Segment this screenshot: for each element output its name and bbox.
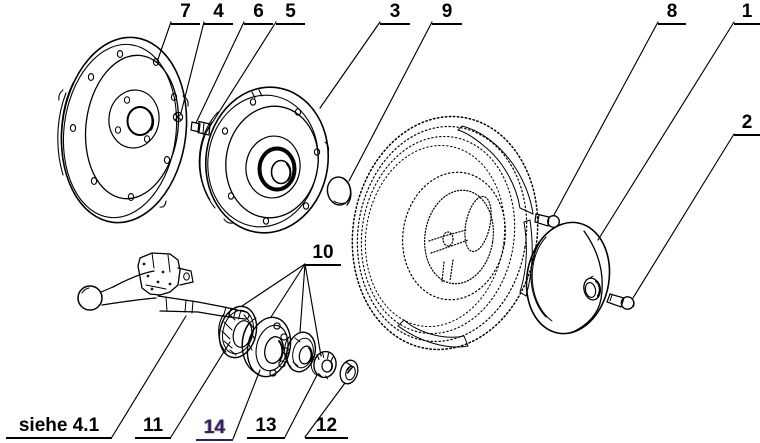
- leader-line-4: [180, 21, 205, 114]
- leader-line-9: [348, 21, 433, 182]
- callout-label-5: 5: [276, 1, 305, 25]
- callout-label-12: 12: [305, 415, 348, 439]
- ball-bearing: [241, 316, 292, 378]
- leader-line-7: [156, 21, 172, 63]
- callout-label-siehe-4.1: siehe 4.1: [6, 415, 112, 439]
- leader-line-siehe-4.1: [111, 315, 187, 438]
- hex-bolt: [190, 120, 211, 136]
- lock-washer: [339, 359, 359, 385]
- steering-knuckle: [77, 252, 250, 320]
- leader-line-10: [299, 263, 306, 333]
- leader-line-6: [195, 21, 245, 124]
- leader-line-11: [170, 341, 231, 438]
- leader-line-8: [553, 21, 659, 216]
- callout-label-11: 11: [135, 415, 171, 439]
- leader-line-13: [284, 374, 318, 438]
- hubcap-bolt: [606, 293, 635, 310]
- leader-line-14: [232, 369, 261, 440]
- callout-label-7: 7: [171, 1, 200, 25]
- grease-cap: [326, 176, 352, 206]
- callout-label-4: 4: [204, 1, 233, 25]
- callout-label-2: 2: [734, 112, 760, 136]
- leader-line-10: [270, 263, 306, 318]
- countersunk-screw: [172, 111, 184, 123]
- brake-drum-right: [198, 86, 330, 234]
- callout-label-10: 10: [305, 242, 341, 266]
- hub-bolt: [534, 213, 560, 228]
- callout-label-13: 13: [247, 415, 285, 439]
- castle-nut: [310, 350, 337, 380]
- wheel-tire: [351, 115, 539, 351]
- callout-label-8: 8: [658, 1, 686, 25]
- inner-bearing: [218, 305, 258, 359]
- hubcap: [525, 221, 611, 335]
- outer-bearing: [284, 331, 317, 373]
- leader-line-3: [319, 21, 381, 109]
- callout-label-1: 1: [734, 1, 760, 25]
- leader-line-5: [206, 21, 277, 132]
- callout-link-14[interactable]: 14: [196, 417, 233, 441]
- leader-line-2: [632, 133, 735, 299]
- brake-drum-left: [57, 36, 189, 224]
- leader-line-10: [241, 263, 306, 307]
- callout-label-6: 6: [244, 1, 273, 25]
- leader-line-1: [597, 21, 735, 241]
- leader-line-12: [304, 382, 346, 438]
- leader-lines: [111, 21, 735, 440]
- callout-label-9: 9: [432, 1, 462, 25]
- callout-label-3: 3: [380, 1, 410, 25]
- leader-line-10: [304, 263, 322, 357]
